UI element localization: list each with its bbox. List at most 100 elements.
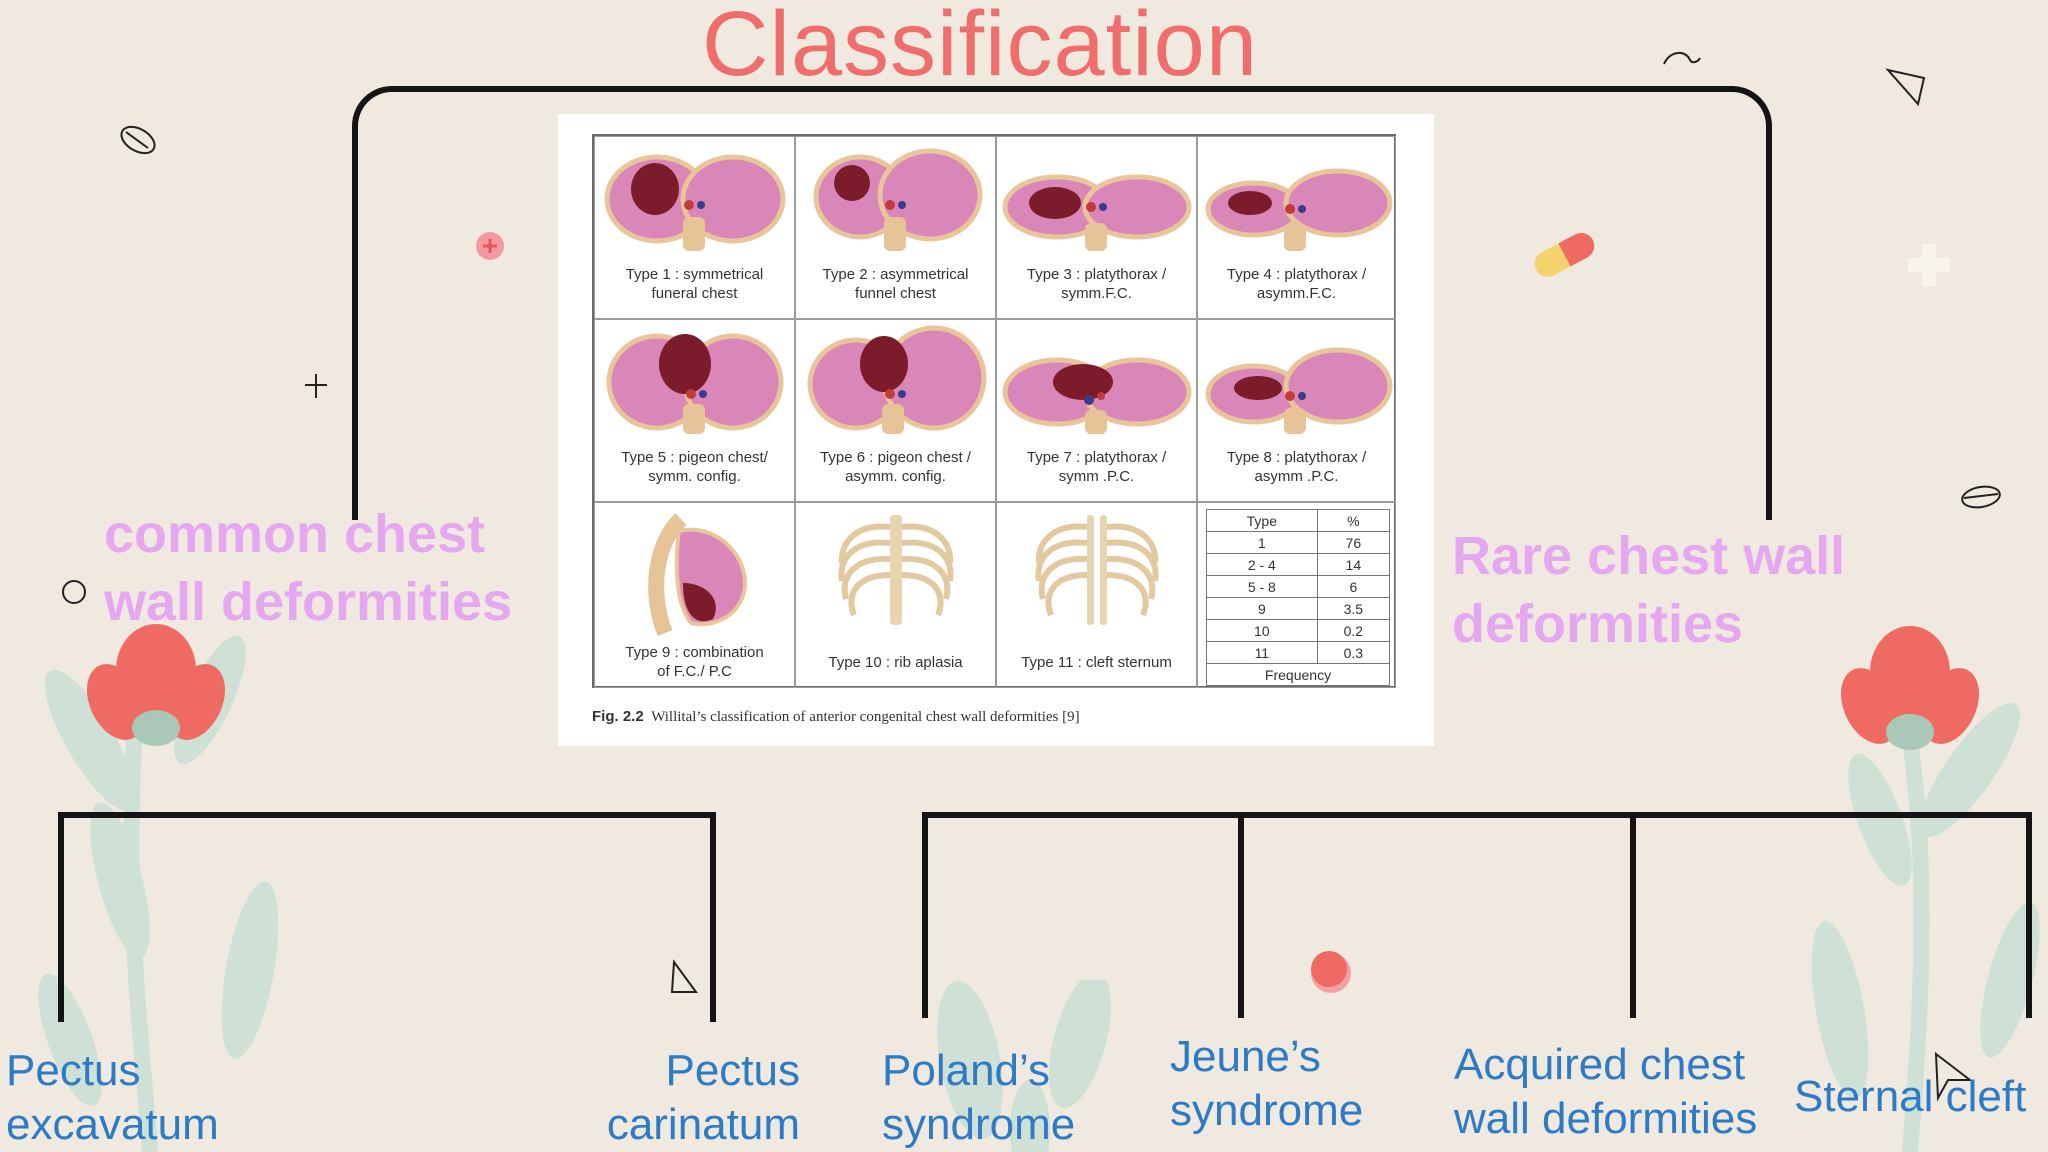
- triangle-small-icon: [670, 959, 698, 993]
- table-header-row: Type %: [1206, 509, 1391, 532]
- table-footer: Frequency: [1206, 663, 1390, 686]
- chest-section-icon: [606, 333, 784, 434]
- cell-label-1: Type 5 : pigeon chest/: [621, 449, 768, 466]
- flower-right-icon: [1840, 626, 1980, 750]
- cell-label-2: symm. config.: [648, 468, 741, 485]
- rib-cage-icon: [838, 515, 954, 625]
- left-tree-hline: [58, 812, 716, 818]
- cell-label-1: Type 11 : cleft sternum: [1021, 654, 1172, 671]
- figure-cell-type-1: Type 1 : symmetrical funeral chest: [594, 136, 795, 319]
- table-cell: 76: [1316, 531, 1391, 554]
- table-cell: 9: [1206, 597, 1318, 620]
- figure-cell-type-6: Type 6 : pigeon chest / asymm. config.: [795, 319, 996, 502]
- cell-label-1: Type 6 : pigeon chest /: [820, 449, 971, 466]
- chest-section-icon: [1205, 347, 1393, 434]
- chest-section-icon: [813, 148, 983, 251]
- cell-label-1: Type 9 : combination: [625, 644, 764, 661]
- cell-label-1: Type 7 : platythorax /: [1026, 449, 1167, 466]
- figure-cell-type-2: Type 2 : asymmetrical funnel chest: [795, 136, 996, 319]
- slide-title: Classification: [702, 0, 1258, 95]
- cell-label-1: Type 1 : symmetrical: [625, 266, 764, 283]
- cell-label-1: Type 4 : platythorax /: [1226, 266, 1367, 283]
- figure-cell-type-9: Type 9 : combination of F.C./ P.C: [594, 502, 795, 688]
- chest-section-icon: [604, 154, 786, 251]
- squiggle-doodle-icon: [1663, 52, 1701, 65]
- figure-caption: Fig. 2.2 Willital’s classification of an…: [592, 708, 1080, 726]
- pectus-excavatum-label: Pectus excavatum: [6, 1046, 219, 1149]
- table-cell: 14: [1316, 553, 1391, 576]
- left-tree-vline-1: [58, 812, 64, 1022]
- table-cell: 11: [1206, 641, 1318, 664]
- table-cell: 6: [1316, 575, 1391, 598]
- rib-cage-icon: [1035, 515, 1159, 625]
- figure-cell-type-4: Type 4 : platythorax / asymm.F.C.: [1197, 136, 1396, 319]
- right-tree-vline-4: [2026, 812, 2032, 1018]
- plant-center-decoration: [937, 980, 1111, 1152]
- capsule-icon: [1534, 232, 1595, 277]
- right-tree-vline-3: [1630, 812, 1636, 1018]
- cell-label-2: asymm. config.: [845, 468, 946, 485]
- table-cell: 0.3: [1316, 641, 1391, 664]
- flower-left-icon: [86, 624, 226, 746]
- table-header: %: [1316, 509, 1391, 532]
- table-header: Type: [1206, 509, 1318, 532]
- chest-section-icon: [1002, 174, 1192, 251]
- chest-section-icon: [1205, 168, 1393, 251]
- cursor-doodle-icon: [1934, 1051, 1973, 1102]
- table-row: 5 - 8 6: [1206, 575, 1391, 598]
- pill-right-outline-icon: [1961, 485, 2001, 509]
- figure-cell-frequency: Type % 1 76 2 - 4 14 5 - 8 6 9 3.5: [1197, 502, 1396, 688]
- table-cell: 1: [1206, 531, 1318, 554]
- table-row: 11 0.3: [1206, 641, 1391, 664]
- table-cell: 10: [1206, 619, 1318, 642]
- acquired-deformities-label: Acquired chest wall deformities: [1454, 1040, 1758, 1143]
- chest-section-icon: [1002, 357, 1192, 434]
- chest-lateral-icon: [648, 513, 748, 636]
- table-row: 1 76: [1206, 531, 1391, 554]
- rare-deformities-label: Rare chest wall deformities: [1452, 526, 1846, 654]
- table-cell: 0.2: [1316, 619, 1391, 642]
- figure-grid: Type 1 : symmetrical funeral chest Type …: [592, 134, 1396, 688]
- cell-label-1: Type 8 : platythorax /: [1226, 449, 1367, 466]
- polands-syndrome-label: Poland’s syndrome: [882, 1046, 1076, 1149]
- figure-cell-type-10: Type 10 : rib aplasia: [795, 502, 996, 688]
- cell-label-2: funeral chest: [651, 285, 738, 302]
- table-cell: 5 - 8: [1206, 575, 1318, 598]
- top-bracket: [352, 86, 1772, 520]
- cell-label-2: of F.C./ P.C: [657, 663, 732, 680]
- cell-label-1: Type 10 : rib aplasia: [828, 654, 963, 671]
- right-tree-vline-2: [1238, 812, 1244, 1018]
- table-cell: 2 - 4: [1206, 553, 1318, 576]
- cell-label-1: Type 3 : platythorax /: [1026, 266, 1167, 283]
- cell-label-2: funnel chest: [855, 285, 936, 302]
- cell-label-2: asymm.F.C.: [1256, 285, 1337, 302]
- cross-doodle-icon: [305, 374, 327, 398]
- figure-number: Fig. 2.2: [592, 708, 644, 725]
- figure-cell-type-5: Type 5 : pigeon chest/ symm. config.: [594, 319, 795, 502]
- cell-label-2: symm .P.C.: [1058, 468, 1135, 485]
- jeunes-syndrome-label: Jeune’s syndrome: [1170, 1032, 1364, 1135]
- triangle-doodle-icon: [1885, 68, 1926, 107]
- chest-section-icon: [807, 325, 987, 434]
- figure-cell-type-8: Type 8 : platythorax / asymm .P.C.: [1197, 319, 1396, 502]
- pectus-carinatum-label: Pectus carinatum: [606, 1046, 800, 1149]
- right-tree-hline: [922, 812, 2032, 818]
- left-tree-vline-2: [710, 812, 716, 1022]
- plus-pill-icon: [476, 232, 504, 260]
- figure-cell-type-7: Type 7 : platythorax / symm .P.C.: [996, 319, 1197, 502]
- pill-outline-icon: [120, 125, 156, 155]
- frequency-table: Type % 1 76 2 - 4 14 5 - 8 6 9 3.5: [1206, 509, 1391, 686]
- cell-label-1: Type 2 : asymmetrical: [822, 266, 969, 283]
- sternal-cleft-label: Sternal cleft: [1794, 1072, 2027, 1121]
- right-tree-vline-1: [922, 812, 928, 1018]
- figure-cell-type-11: Type 11 : cleft sternum: [996, 502, 1197, 688]
- cell-label-2: symm.F.C.: [1061, 285, 1132, 302]
- willital-classification-figure: Type 1 : symmetrical funeral chest Type …: [558, 114, 1434, 746]
- table-cell: 3.5: [1316, 597, 1391, 620]
- table-row: 10 0.2: [1206, 619, 1391, 642]
- plus-shape-icon: [1908, 244, 1950, 286]
- table-row: 2 - 4 14: [1206, 553, 1391, 576]
- figure-cell-type-3: Type 3 : platythorax / symm.F.C.: [996, 136, 1197, 319]
- common-deformities-label: common chest wall deformities: [104, 504, 513, 632]
- circle-doodle-icon: [62, 580, 86, 604]
